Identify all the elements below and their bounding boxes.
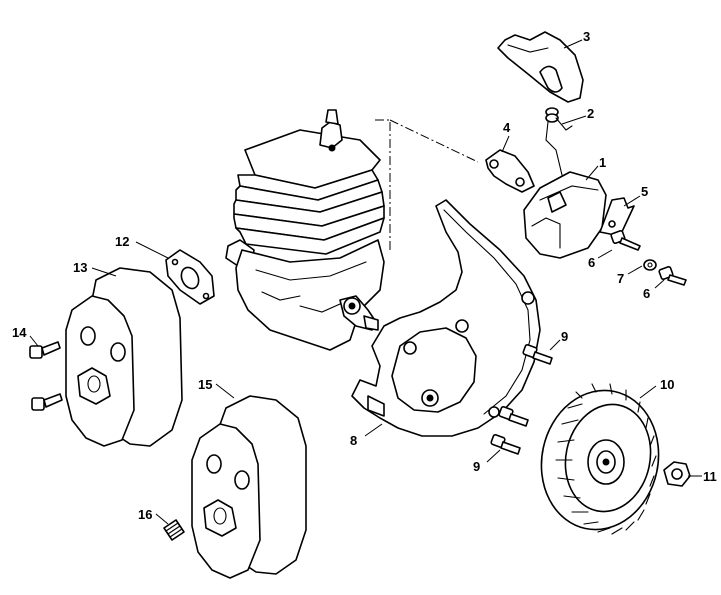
part-13-muffler <box>65 267 183 447</box>
engine-cylinder <box>225 109 385 351</box>
part-4-bracket <box>485 149 535 193</box>
part-6-screw-upper <box>610 230 641 251</box>
part-3-cover <box>497 31 584 103</box>
callout-9-lower: 9 <box>473 459 480 474</box>
part-14-screw-lower <box>31 393 63 411</box>
callout-14: 14 <box>12 325 27 340</box>
part-11-nut <box>663 461 691 487</box>
callout-1: 1 <box>599 155 606 170</box>
callout-3: 3 <box>583 29 590 44</box>
callout-4: 4 <box>503 120 511 135</box>
part-6-screw-lower <box>658 266 687 286</box>
callout-11: 11 <box>703 469 717 484</box>
callout-12: 12 <box>115 234 129 249</box>
part-16-stud <box>163 519 185 541</box>
part-9-screw-middle <box>498 406 529 427</box>
part-9-screw-lower <box>490 434 521 455</box>
callout-5: 5 <box>641 184 648 199</box>
part-15-muffler <box>191 395 307 579</box>
callout-6-lower: 6 <box>643 286 650 301</box>
part-9-screw-upper <box>522 344 553 365</box>
part-12-gasket <box>165 249 215 305</box>
callout-9-upper: 9 <box>561 329 568 344</box>
callout-6-upper: 6 <box>588 255 595 270</box>
part-7-washer <box>643 259 657 271</box>
part-2-spring <box>545 107 573 176</box>
part-1-ignition-module <box>523 171 607 259</box>
callout-labels: 3 2 4 1 5 6 7 6 8 9 9 10 11 12 13 14 15 … <box>12 29 717 522</box>
callout-13: 13 <box>73 260 87 275</box>
part-8-fan-housing <box>351 199 541 437</box>
callout-8: 8 <box>350 433 357 448</box>
leader-lines <box>29 39 702 525</box>
part-14-screw-upper <box>29 341 61 359</box>
callout-16: 16 <box>138 507 152 522</box>
callout-7: 7 <box>617 271 624 286</box>
alignment-line <box>375 119 479 250</box>
callout-10: 10 <box>660 377 674 392</box>
callout-2: 2 <box>587 106 594 121</box>
part-10-flywheel <box>540 383 660 535</box>
callout-15: 15 <box>198 377 212 392</box>
